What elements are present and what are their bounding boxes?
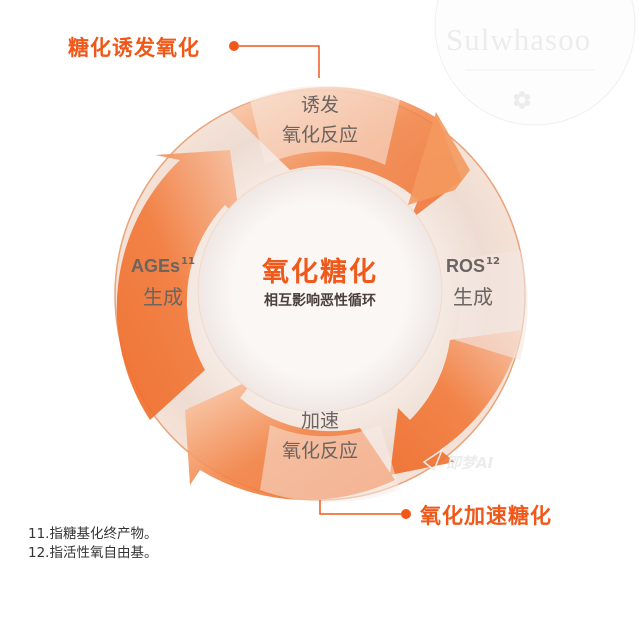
ring-segment-top	[250, 85, 400, 165]
center-subtitle: 相互影响恶性循环	[264, 293, 376, 309]
segment-label-top: 诱发 氧化反应	[260, 90, 380, 150]
segment-bottom-line1: 加速	[300, 410, 339, 432]
callout-glycation-induces-oxidation: 糖化诱发氧化	[68, 36, 200, 60]
arrow-left-top	[116, 150, 240, 420]
ring-segment-bottom	[260, 425, 400, 503]
arrow-right-bottom	[390, 330, 522, 475]
arrowhead-top	[408, 112, 470, 205]
watermark-logo-icon	[422, 448, 444, 472]
ages-label: AGEs	[131, 256, 181, 276]
segment-label-left: AGEs11 生成	[118, 256, 208, 310]
callout-dot-top	[229, 41, 239, 51]
brand-logo: Sulwhasoo	[446, 22, 592, 57]
footnote-12: 12.指活性氧自由基。	[28, 545, 158, 561]
ros-generation-label: 生成	[453, 285, 493, 309]
segment-label-bottom: 加速 氧化反应	[260, 406, 380, 466]
ros-label: ROS	[446, 256, 486, 276]
segment-bottom-line2: 氧化反应	[281, 440, 358, 462]
ai-watermark: 即梦AI	[446, 454, 494, 472]
callout-oxidation-accelerates-glycation: 氧化加速糖化	[420, 504, 552, 528]
footnotes: 11.指糖基化终产物。 12.指活性氧自由基。	[28, 525, 157, 563]
ring-segment-right	[455, 250, 528, 360]
ages-generation-label: 生成	[143, 285, 183, 309]
connector-line-bottom	[319, 500, 401, 515]
ages-footnote-ref: 11	[181, 256, 195, 267]
brand-badge-circle	[434, 0, 636, 126]
segment-label-right: ROS12 生成	[428, 256, 518, 310]
snowflake-icon	[513, 91, 531, 109]
segment-top-line2: 氧化反应	[281, 124, 358, 146]
callout-dot-bottom	[401, 509, 411, 519]
segment-top-line1: 诱发	[300, 94, 339, 116]
ros-footnote-ref: 12	[486, 256, 500, 267]
footnote-11: 11.指糖基化终产物。	[28, 526, 158, 542]
inner-disc	[197, 167, 443, 413]
connector-line-top	[239, 45, 320, 78]
center-title: 氧化糖化	[262, 257, 378, 288]
